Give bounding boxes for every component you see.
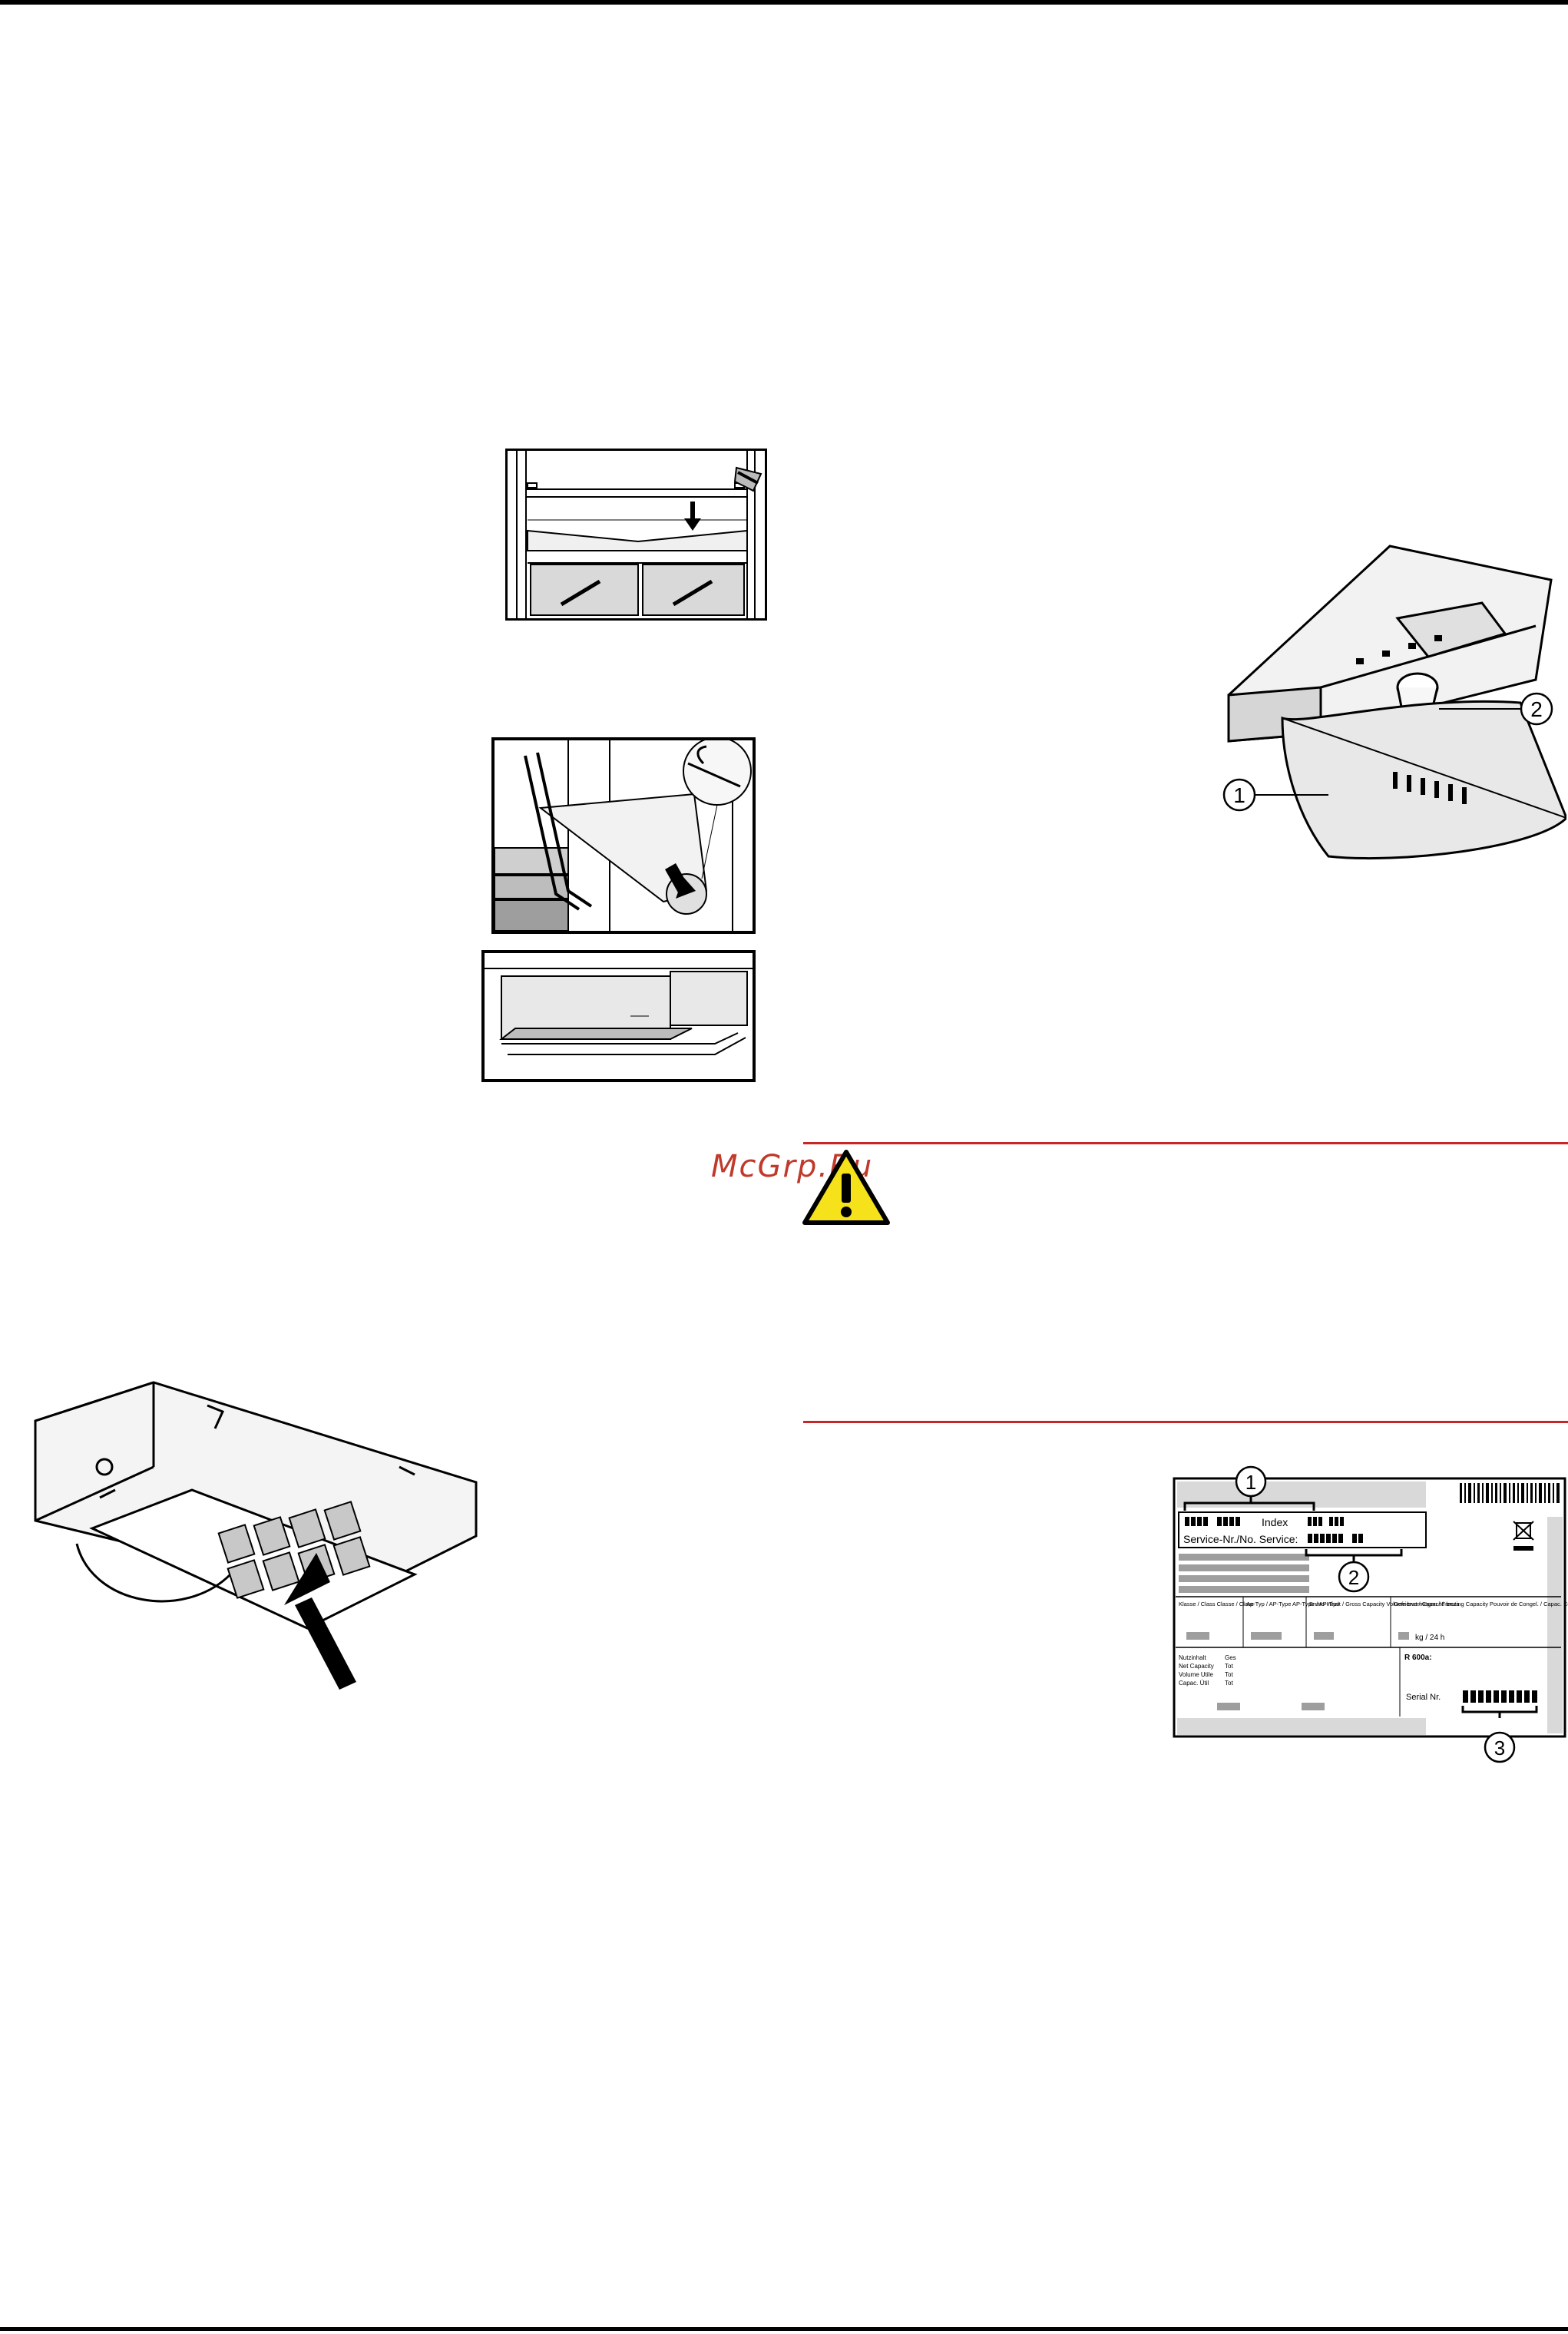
row-label-3: Volume Utile — [1179, 1671, 1213, 1678]
warning-bottom-rule — [803, 1421, 1568, 1423]
glass-shelf-removal-illustration-icon — [494, 737, 752, 932]
plate-callout-3: 3 — [1494, 1736, 1505, 1760]
warning-top-rule — [803, 1142, 1568, 1144]
ice-tray-illustration-icon — [34, 1381, 478, 1690]
col-header-freezing-capacity: Gefriervermögen / Freezing Capacity Pouv… — [1394, 1601, 1568, 1607]
lamp-cover-illustration-icon: 2 1 — [1222, 545, 1568, 860]
svg-text:Gefriervermögen / Freezing Cap: Gefriervermögen / Freezing Capacity Pouv… — [1394, 1601, 1568, 1607]
rating-plate-illustration-icon: Index Service-Nr./No. Service: Klasse / … — [1173, 1465, 1568, 1763]
svg-text:Klasse / Class Classe / Clase: Klasse / Class Classe / Clase — [1179, 1601, 1254, 1607]
bottle-rack-figure — [481, 950, 756, 1082]
bottom-rule — [0, 2327, 1568, 2331]
shelf-figure — [505, 449, 767, 621]
ice-tray-figure — [31, 1375, 484, 1697]
row-label-1: Nutzinhalt — [1179, 1654, 1206, 1661]
shelf-insert-illustration-icon — [516, 451, 762, 618]
lamp-callout-1: 1 — [1233, 783, 1245, 807]
svg-text:Ap-Typ / AP-Type AP-Type / AP-: Ap-Typ / AP-Type AP-Type / AP-Tipo — [1246, 1601, 1339, 1607]
top-rule — [0, 0, 1568, 5]
warning-triangle-icon — [800, 1147, 892, 1227]
svg-text:Brutto-Inhalt / Gross Capacity: Brutto-Inhalt / Gross Capacity Volume br… — [1309, 1601, 1460, 1607]
index-label: Index — [1262, 1516, 1288, 1528]
row-unit-2: Tot — [1225, 1663, 1233, 1670]
plate-callout-2: 2 — [1348, 1566, 1359, 1589]
glass-shelf-figure — [491, 737, 756, 934]
lamp-cover-figure: 2 1 — [1213, 541, 1568, 864]
service-number-label: Service-Nr./No. Service: — [1183, 1533, 1298, 1545]
row-unit-3: Tot — [1225, 1671, 1233, 1678]
bottle-shelf-illustration-icon — [485, 968, 753, 1055]
row-unit-1: Ges — [1225, 1654, 1236, 1661]
rating-plate-figure: Index Service-Nr./No. Service: Klasse / … — [1171, 1455, 1568, 1770]
col-header-gross-capacity: Brutto-Inhalt / Gross Capacity Volume br… — [1309, 1601, 1460, 1607]
refrigerant-label: R 600a: — [1404, 1654, 1432, 1662]
col-header-ap-type: Ap-Typ / AP-Type AP-Type / AP-Tipo — [1246, 1601, 1339, 1607]
capacity-unit: kg / 24 h — [1415, 1634, 1444, 1642]
row-label-4: Capac. Útil — [1179, 1680, 1209, 1687]
row-unit-4: Tot — [1225, 1680, 1233, 1687]
lamp-callout-2: 2 — [1530, 697, 1543, 721]
col-header-class: Klasse / Class Classe / Clase — [1179, 1601, 1254, 1607]
row-label-2: Net Capacity — [1179, 1663, 1214, 1670]
plate-callout-1: 1 — [1245, 1471, 1256, 1494]
serial-number-label: Serial Nr. — [1406, 1693, 1441, 1702]
